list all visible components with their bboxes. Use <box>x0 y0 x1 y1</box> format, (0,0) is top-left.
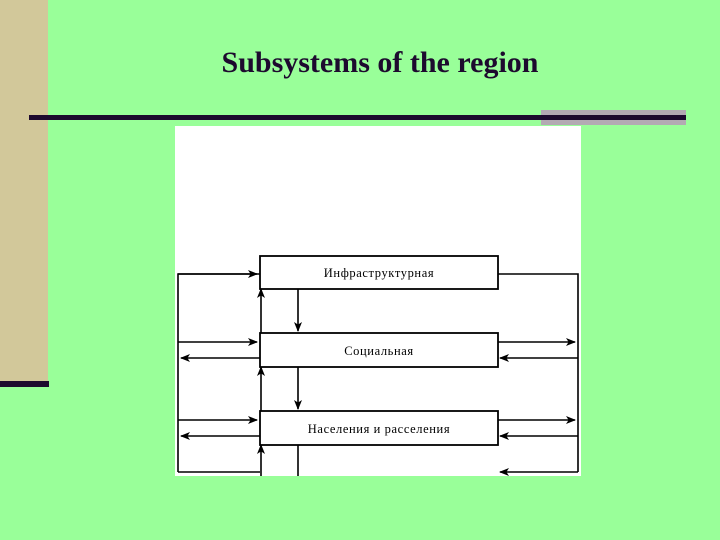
title-rule <box>29 115 686 120</box>
box-label-infrastructure: Инфраструктурная <box>324 266 434 280</box>
decorative-side-band-foot <box>0 381 49 387</box>
diagram-panel: Инфраструктурная Социальная Населения и … <box>175 126 581 476</box>
box-infrastructure <box>259 255 499 290</box>
decorative-side-band <box>0 0 48 381</box>
rail-right-top <box>497 273 579 472</box>
page-title: Subsystems of the region <box>221 46 539 79</box>
box-population-settlement <box>259 410 499 446</box>
box-label-social: Социальная <box>344 344 414 358</box>
box-social <box>259 332 499 368</box>
subsystems-diagram: Инфраструктурная Социальная Населения и … <box>177 255 579 476</box>
box-label-population-settlement: Населения и расселения <box>308 422 450 436</box>
rail-left-top <box>177 273 260 472</box>
